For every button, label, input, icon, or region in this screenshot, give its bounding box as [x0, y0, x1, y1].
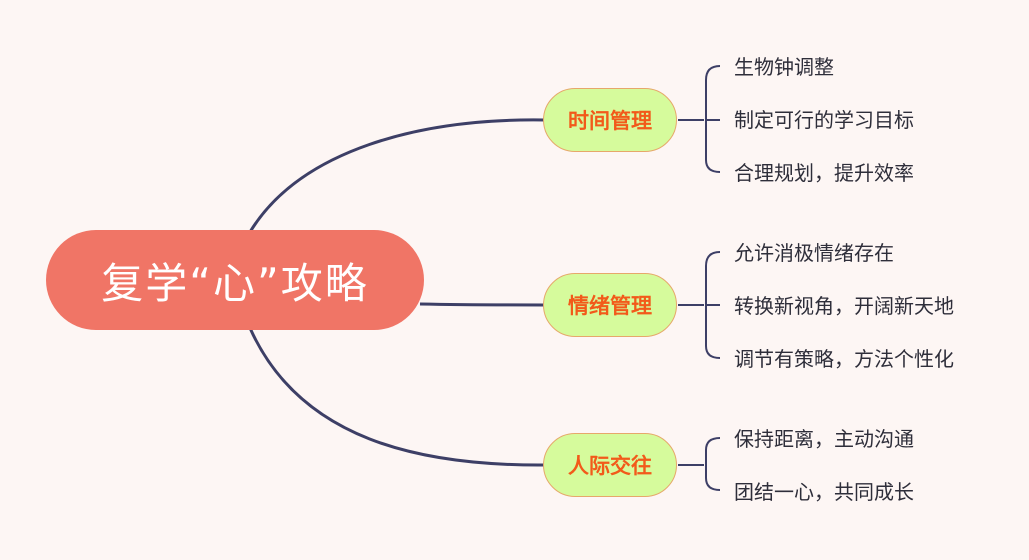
- connector-root-social: [248, 327, 546, 467]
- leaf-item: 制定可行的学习目标: [734, 108, 914, 132]
- branch-emotion-management: 情绪管理: [543, 273, 677, 337]
- bracket-time: [678, 65, 721, 173]
- connector-root-time: [248, 118, 546, 233]
- leaf-item: 团结一心，共同成长: [734, 480, 914, 504]
- root-node: 复学“心”攻略: [46, 230, 424, 330]
- leaf-item: 合理规划，提升效率: [734, 161, 914, 185]
- branch-label: 人际交往: [568, 454, 652, 478]
- bracket-social: [678, 437, 721, 491]
- root-title: 复学“心”攻略: [101, 258, 369, 308]
- leaf-item: 调节有策略，方法个性化: [734, 347, 954, 371]
- leaf-item: 转换新视角，开阔新天地: [734, 294, 954, 318]
- bracket-emotion: [678, 251, 721, 359]
- branch-time-management: 时间管理: [543, 88, 677, 152]
- leaf-item: 生物钟调整: [734, 55, 834, 79]
- branch-label: 时间管理: [568, 109, 652, 133]
- connector-root-emotion: [419, 302, 546, 307]
- branch-social-interaction: 人际交往: [543, 433, 677, 497]
- leaf-item: 允许消极情绪存在: [734, 241, 894, 265]
- leaf-item: 保持距离，主动沟通: [734, 427, 914, 451]
- branch-label: 情绪管理: [568, 294, 652, 318]
